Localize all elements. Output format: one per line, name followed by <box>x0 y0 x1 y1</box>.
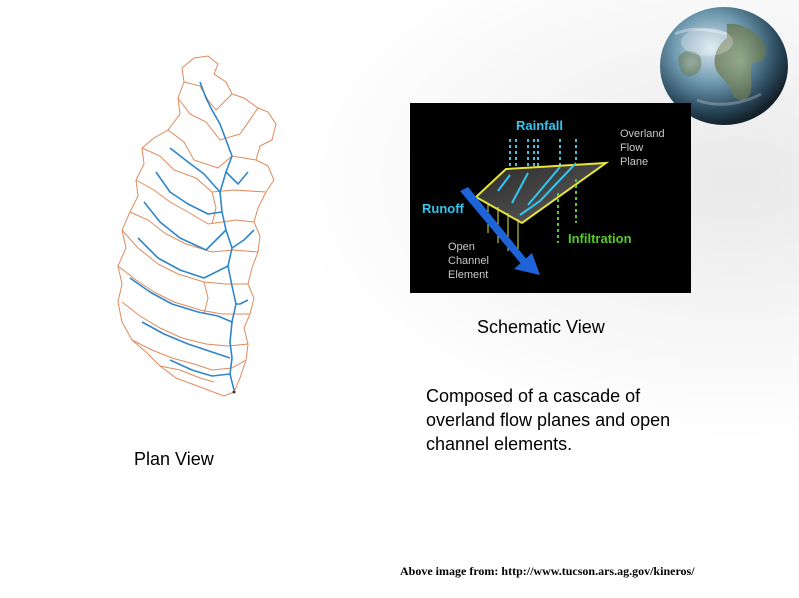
rainfall-label: Rainfall <box>516 118 563 133</box>
schematic-view-caption: Schematic View <box>477 317 605 338</box>
subwatershed-divide <box>212 192 216 224</box>
overland-flow-plane <box>476 163 606 223</box>
subwatershed-divide <box>136 180 254 224</box>
plan-view-map <box>108 52 288 402</box>
open-channel-element-label: Open Channel Element <box>448 241 492 281</box>
stream-network <box>130 82 254 390</box>
subwatershed-boundaries <box>118 56 276 396</box>
tributary <box>130 278 232 322</box>
infiltration-label: Infiltration <box>568 231 632 246</box>
subwatershed-divide <box>142 148 266 192</box>
plan-view-caption: Plan View <box>134 449 214 470</box>
schematic-diagram: Rainfall Overland Flow Plane Runoff Infi… <box>410 103 691 293</box>
outlet-point <box>233 391 236 394</box>
tributary <box>170 360 230 376</box>
tributary <box>232 230 254 248</box>
runoff-label: Runoff <box>422 201 465 216</box>
subwatershed-divide <box>168 130 256 168</box>
overland-flow-plane-label: Overland Flow Plane <box>620 128 668 168</box>
description-text: Composed of a cascade of overland flow p… <box>426 384 696 456</box>
source-note: Above image from: http://www.tucson.ars.… <box>400 564 695 579</box>
subwatershed-divide <box>184 82 232 110</box>
tributary <box>138 238 228 278</box>
tributary <box>170 148 220 192</box>
tributary <box>236 300 248 304</box>
tributary <box>142 322 230 358</box>
tributary <box>226 172 248 184</box>
subwatershed-divide <box>130 212 258 252</box>
subwatershed-divide <box>204 282 208 314</box>
